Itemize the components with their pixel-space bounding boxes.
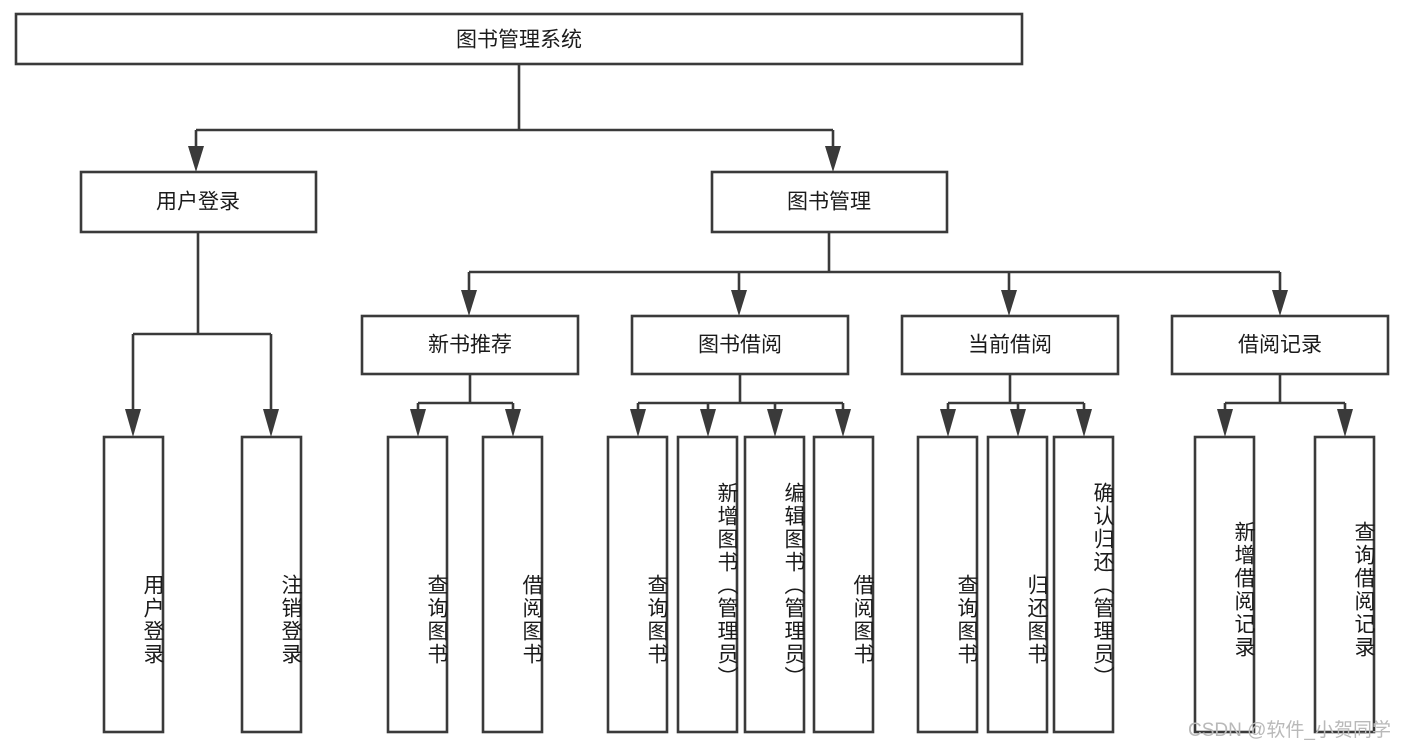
arrowhead-book-borrow — [731, 290, 747, 316]
node-label-current-borrow: 当前借阅 — [968, 334, 1052, 357]
connector-group-user-login — [125, 232, 279, 437]
node-box-leaf-add-book[interactable] — [676, 435, 739, 734]
node-box-root[interactable] — [14, 12, 1024, 66]
connector-group-new-book — [410, 374, 521, 437]
node-box-leaf-user-logout[interactable] — [240, 435, 303, 734]
node-box-leaf-query-book-1[interactable] — [386, 435, 449, 734]
node-label-book-borrow: 图书借阅 — [698, 334, 782, 357]
connector-group-book-manage — [461, 232, 1288, 316]
node-box-leaf-add-record[interactable] — [1193, 435, 1256, 734]
node-label-new-book-recommend: 新书推荐 — [428, 334, 512, 357]
connector-group-root — [188, 64, 841, 172]
node-box-leaf-query-record[interactable] — [1313, 435, 1376, 734]
arrowhead-leaf-bookborrow-3 — [767, 409, 783, 437]
watermark-text: CSDN @软件_小贺同学 — [1188, 720, 1391, 741]
arrowhead-leaf-bookborrow-2 — [700, 409, 716, 437]
arrowhead-current-borrow — [1001, 290, 1017, 316]
node-box-leaf-borrow-book-1[interactable] — [481, 435, 544, 734]
node-box-leaf-user-login[interactable] — [102, 435, 165, 734]
arrowhead-new-book — [461, 290, 477, 316]
node-box-borrow-record[interactable] — [1170, 314, 1390, 376]
node-box-leaf-confirm-return[interactable] — [1052, 435, 1115, 734]
node-box-book-manage[interactable] — [710, 170, 949, 234]
node-label-user-login: 用户登录 — [156, 191, 240, 214]
connector-group-book-borrow — [630, 374, 851, 437]
arrowhead-leaf-bookborrow-1 — [630, 409, 646, 437]
arrowhead-user-login — [188, 146, 204, 172]
arrowhead-leaf-newbook-2 — [505, 409, 521, 437]
node-box-leaf-return-book[interactable] — [986, 435, 1049, 734]
connector-group-borrow-record — [1217, 374, 1353, 437]
node-box-user-login[interactable] — [79, 170, 318, 234]
arrowhead-leaf-user-1 — [125, 409, 141, 437]
node-box-book-borrow[interactable] — [630, 314, 850, 376]
arrowhead-leaf-borrowrecord-2 — [1337, 409, 1353, 437]
node-box-current-borrow[interactable] — [900, 314, 1120, 376]
arrowhead-book-manage — [825, 146, 841, 172]
node-label-borrow-record: 借阅记录 — [1238, 334, 1322, 357]
node-box-new-book-recommend[interactable] — [360, 314, 580, 376]
arrowhead-leaf-newbook-1 — [410, 409, 426, 437]
arrowhead-leaf-currentborrow-2 — [1010, 409, 1026, 437]
node-label-root: 图书管理系统 — [456, 29, 582, 52]
node-box-leaf-borrow-book-2[interactable] — [812, 435, 875, 734]
arrowhead-leaf-currentborrow-1 — [940, 409, 956, 437]
connector-group-current-borrow — [940, 374, 1092, 437]
node-box-leaf-edit-book[interactable] — [743, 435, 806, 734]
arrowhead-leaf-bookborrow-4 — [835, 409, 851, 437]
arrowhead-leaf-user-2 — [263, 409, 279, 437]
node-box-leaf-query-book-3[interactable] — [916, 435, 979, 734]
node-label-book-manage: 图书管理 — [787, 191, 871, 214]
arrowhead-leaf-currentborrow-3 — [1076, 409, 1092, 437]
node-box-leaf-query-book-2[interactable] — [606, 435, 669, 734]
arrowhead-borrow-record — [1272, 290, 1288, 316]
arrowhead-leaf-borrowrecord-1 — [1217, 409, 1233, 437]
